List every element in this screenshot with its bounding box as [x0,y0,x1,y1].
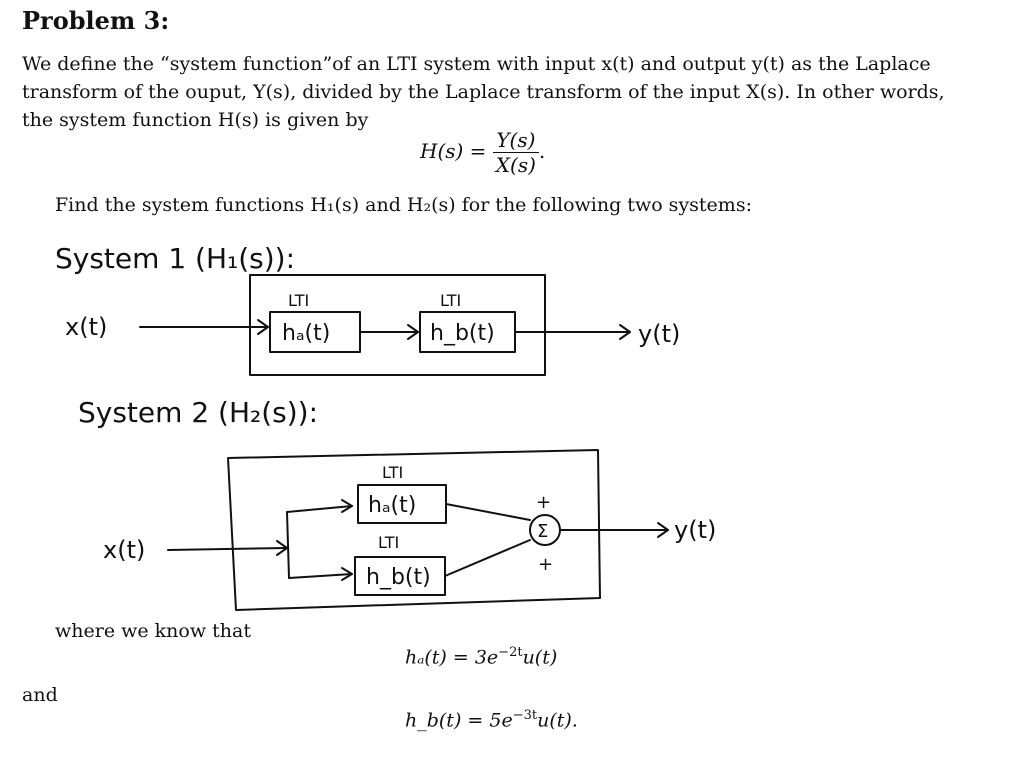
system1-output-arrowhead [619,324,631,340]
system1-block-a-tag: LTI [288,291,309,310]
where-text: where we know that [55,620,251,642]
system1-input-arrowhead [257,319,269,335]
eq-numerator: Y(s) [492,128,539,153]
ha-equation: hₐ(t) = 3e−2tu(t) [405,645,557,668]
system1-middle-arrowhead [407,324,419,340]
system2-output-arrowhead [657,522,669,538]
problem-title: Problem 3: [22,6,170,35]
sum-plus-bottom: + [538,554,553,575]
system2-lower-arrowhead [341,567,353,581]
ha-lhs: hₐ(t) = 3e [405,646,499,669]
system2-block-b-label: h_b(t) [366,565,431,590]
system1-block-b-label: h_b(t) [430,321,495,346]
block-diagrams: System 1 (H₁(s)): x(t) LTI hₐ(t) LTI h_b… [55,242,716,611]
system2-upper-branch [286,505,353,513]
hb-equation: h_b(t) = 5e−3tu(t). [405,708,578,731]
system1-block-b-tag: LTI [440,291,461,310]
system1-block-a-label: hₐ(t) [282,321,330,346]
system2-input-arrowhead [276,540,288,556]
system2-input-label: x(t) [103,536,145,564]
system2-block-b-tag: LTI [378,533,399,552]
intro-line-3: the system function H(s) is given by [22,109,369,131]
system2-heading: System 2 (H₂(s)): [78,396,318,429]
system2-upper-arrowhead [341,499,353,513]
system2-upper-to-sum [445,503,531,521]
system1-output-label: y(t) [638,320,680,348]
sum-plus-top: + [536,492,551,513]
system1-input-label: x(t) [65,313,107,341]
system2-lower-branch [288,573,353,579]
system2-lower-to-sum [444,539,531,577]
hb-rhs: u(t). [537,709,578,732]
eq-fraction: Y(s) X(s) [492,128,539,177]
hb-lhs: h_b(t) = 5e [405,709,513,732]
hb-exponent: −3t [512,708,538,723]
ha-exponent: −2t [498,645,523,660]
eq-period: . [538,139,546,163]
system2-block-a-label: hₐ(t) [368,493,416,518]
eq-denominator: X(s) [495,153,536,177]
find-instruction: Find the system functions H₁(s) and H₂(s… [55,194,752,216]
intro-line-1: We define the “system function”of an LTI… [22,53,931,75]
ha-rhs: u(t) [522,646,558,669]
system1-outer-box [249,274,546,376]
system-function-equation: H(s) = Y(s) X(s) . [420,128,545,177]
and-text: and [22,684,58,706]
eq-lhs: H(s) = [420,139,487,163]
system2-split-line [286,511,290,579]
intro-paragraph: We define the “system function”of an LTI… [22,50,982,134]
system2-outer-box [227,449,601,611]
intro-line-2: transform of the ouput, Y(s), divided by… [22,81,945,103]
system2-input-arrow [167,547,288,551]
sum-symbol: Σ [537,521,548,542]
system1-heading: System 1 (H₁(s)): [55,242,295,275]
system2-block-a-tag: LTI [382,463,403,482]
system2-output-label: y(t) [674,516,716,544]
